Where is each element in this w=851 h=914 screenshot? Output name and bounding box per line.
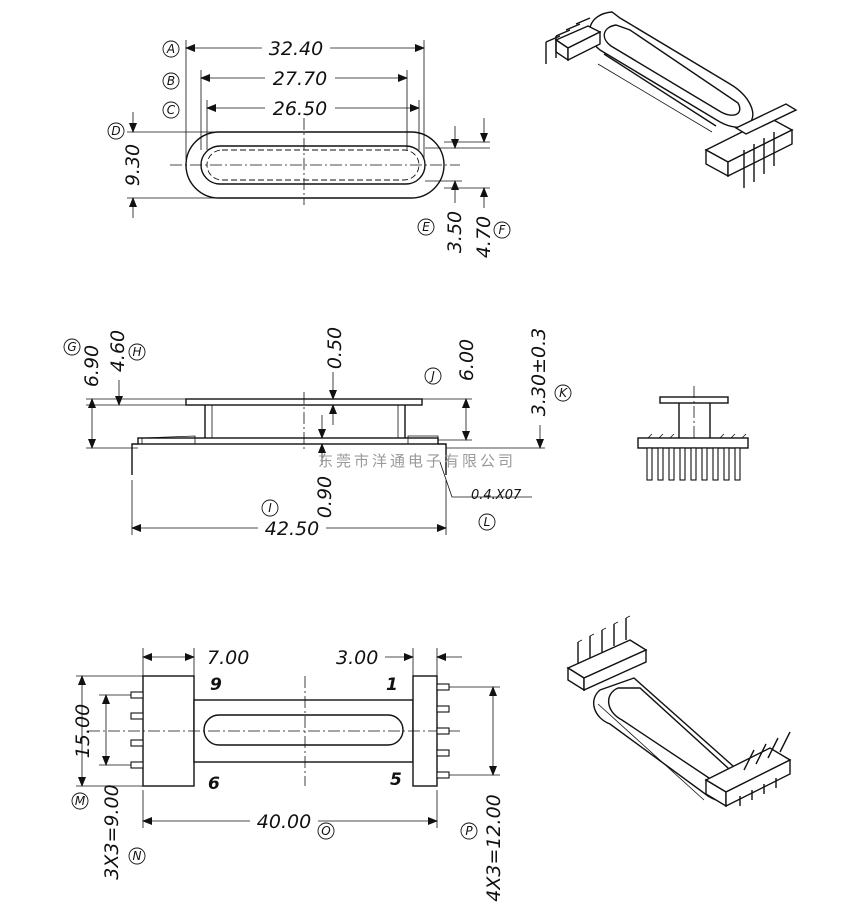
callout-h: H: [128, 343, 146, 361]
dim-3-value: 3.00: [336, 647, 378, 669]
callout-d: D: [107, 122, 125, 140]
bottom-view: 9 1 6 5 7.00 3.00 15.00 3X3=9.00 40.00: [72, 647, 505, 902]
end-view-pins: [646, 447, 741, 481]
callout-letter: J: [429, 369, 435, 383]
side-view: 6.90 4.60 0.50 0.90 6.00 3.30±0.3 42.50 …: [81, 327, 550, 540]
dim-flange-value: 0.50: [324, 327, 346, 369]
callout-letter: K: [559, 386, 568, 400]
callout-i: I: [261, 499, 279, 517]
callout-l: L: [478, 513, 496, 531]
callout-letter: C: [167, 103, 176, 117]
bobbin-isometric-top-icon: [545, 11, 798, 188]
callout-g: G: [63, 338, 81, 356]
watermark: 东莞市洋通电子有限公司: [318, 452, 516, 470]
dim-b-value: 27.70: [273, 68, 327, 90]
dim-i-value: 42.50: [265, 518, 319, 540]
dim-a-value: 32.40: [269, 38, 323, 60]
callout-k: K: [554, 384, 572, 402]
pin-9-label: 9: [210, 675, 222, 695]
callout-b: B: [162, 72, 180, 90]
dim-f-value: 4.70: [473, 216, 495, 258]
callout-letter: A: [166, 42, 175, 56]
callout-m: M: [71, 792, 89, 810]
callout-a: A: [162, 40, 180, 58]
pin-6-label: 6: [208, 774, 220, 794]
pin-1-label: 1: [386, 675, 398, 695]
dim-k-value: 3.30±0.3: [528, 328, 550, 416]
callout-j: J: [424, 367, 442, 385]
dim-l-value: 0.4.X07: [471, 488, 522, 503]
dim-o-value: 40.00: [257, 811, 311, 833]
top-view: 32.40 27.70 26.50 9.30 3.50 4.70: [122, 38, 495, 258]
dim-h-value: 4.60: [107, 330, 129, 372]
callout-letter: P: [465, 824, 473, 838]
side-view-base: [137, 437, 439, 445]
dim-d-value: 9.30: [122, 144, 144, 186]
callout-o: O: [317, 822, 335, 840]
callout-letter: I: [268, 501, 272, 515]
callout-letter: F: [499, 223, 507, 237]
dim-j-value: 6.00: [456, 339, 478, 381]
callout-e: E: [417, 218, 435, 236]
callout-f: F: [493, 221, 511, 239]
dim-15-value: 15.00: [72, 704, 94, 758]
callout-letter: H: [132, 345, 141, 359]
dim-7-value: 7.00: [207, 647, 249, 669]
dim-e-value: 3.50: [444, 211, 466, 253]
callout-c: C: [162, 101, 180, 119]
callouts: A B C D E F G H J K I L M N O P: [63, 40, 572, 865]
callout-letter: E: [422, 220, 430, 234]
callout-letter: G: [67, 340, 76, 354]
bobbin-end-view-icon: [637, 386, 749, 481]
callout-letter: B: [167, 74, 175, 88]
callout-letter: N: [133, 849, 142, 863]
callout-letter: M: [75, 794, 86, 808]
callout-letter: L: [484, 515, 491, 529]
pin-5-label: 5: [390, 770, 402, 790]
dim-m-value: 3X3=9.00: [101, 784, 123, 879]
dim-base-value: 0.90: [314, 476, 336, 518]
dim-c-value: 26.50: [273, 98, 327, 120]
callout-n: N: [128, 847, 146, 865]
dim-p-value: 4X3=12.00: [483, 794, 505, 902]
bottom-view-window: [203, 714, 404, 746]
callout-letter: D: [111, 124, 120, 138]
callout-p: P: [460, 822, 478, 840]
dim-g-value: 6.90: [81, 345, 103, 387]
bobbin-isometric-bottom-icon: [566, 615, 792, 808]
callout-letter: O: [321, 824, 330, 838]
